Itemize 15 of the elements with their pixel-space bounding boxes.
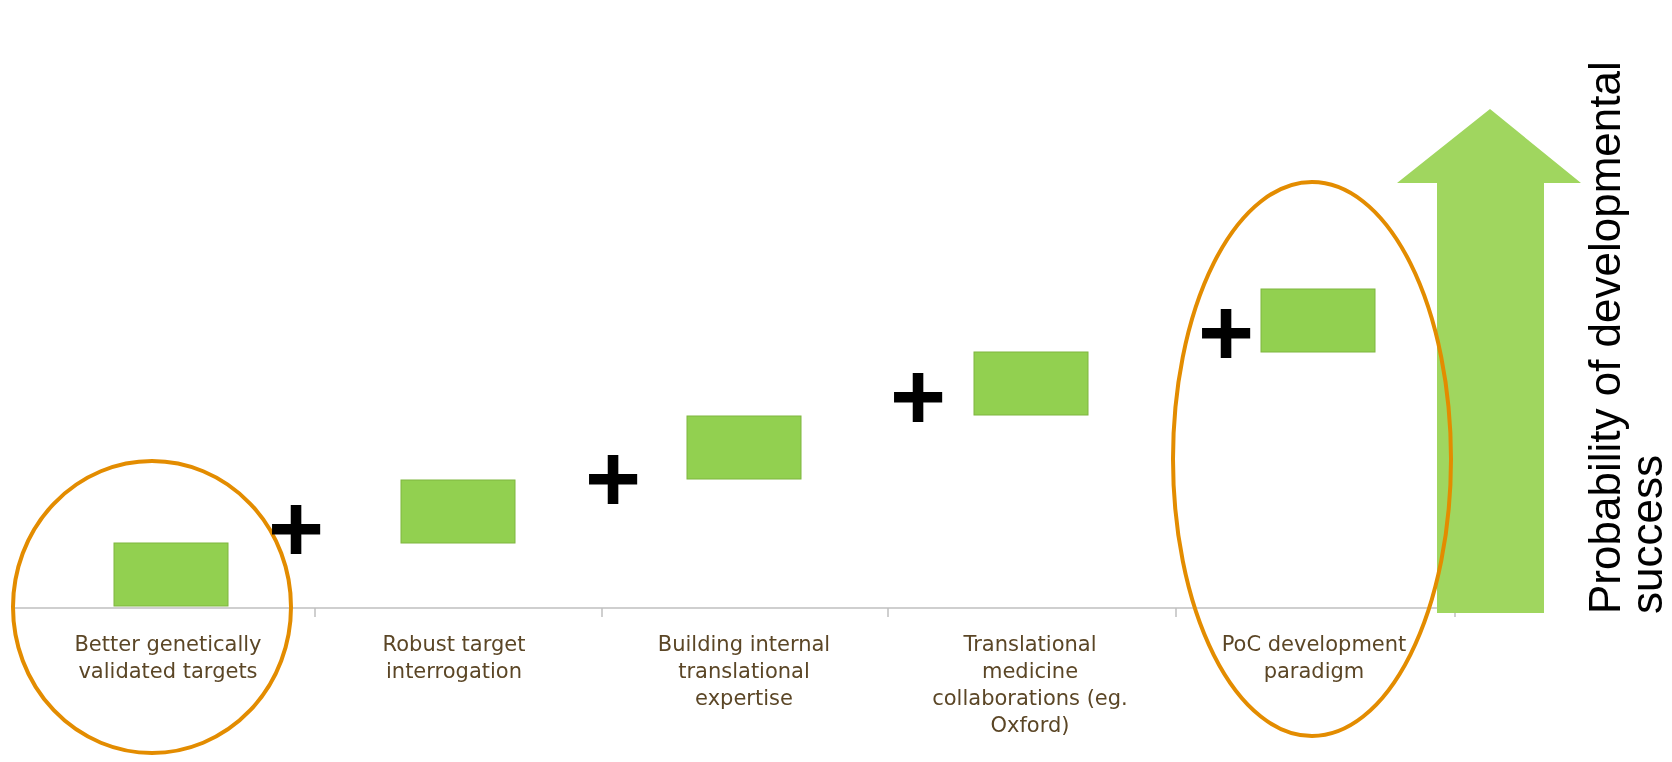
waterfall-bar: [973, 351, 1089, 416]
waterfall-bar: [1260, 288, 1376, 353]
plus-sign: +: [890, 362, 947, 432]
category-label: Translational medicine collaborations (eg. Oxford): [931, 631, 1129, 739]
category-label: Better genetically validated targets: [73, 631, 263, 685]
plus-sign: +: [1198, 298, 1255, 368]
waterfall-bar: [400, 479, 516, 544]
waterfall-bar: [113, 542, 229, 607]
axis-title: Probability of developmental success: [1584, 60, 1668, 614]
category-label: PoC development paradigm: [1220, 631, 1408, 685]
category-label: Robust target interrogation: [381, 631, 527, 685]
plus-sign: +: [585, 444, 642, 514]
waterfall-bar: [686, 415, 802, 480]
plus-sign: +: [268, 494, 325, 564]
category-label: Building internal translational expertise: [656, 631, 832, 712]
